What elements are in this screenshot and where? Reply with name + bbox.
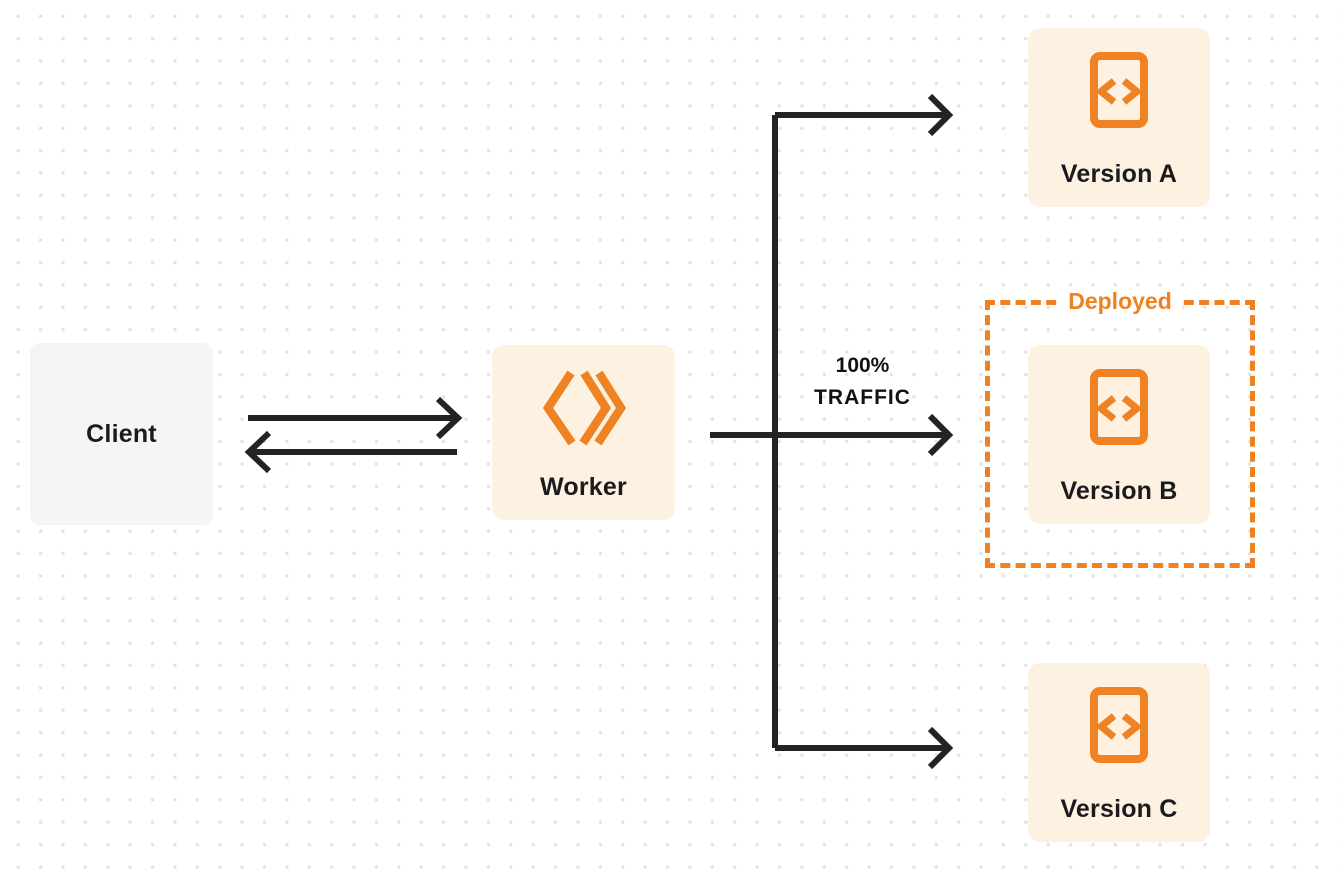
traffic-label: 100% TRAFFIC: [775, 350, 950, 414]
client-node: Client: [30, 343, 213, 525]
version-a-label: Version A: [1060, 160, 1178, 188]
code-file-icon: [1090, 369, 1148, 445]
traffic-percent: 100%: [835, 354, 890, 377]
deployed-group: Deployed: [985, 288, 1255, 568]
code-file-icon: [1090, 52, 1148, 128]
arrow-to-version-b: [710, 413, 954, 457]
code-file-icon: [1090, 687, 1148, 763]
worker-label: Worker: [540, 473, 627, 501]
traffic-word: TRAFFIC: [814, 386, 911, 409]
version-a-node: Version A: [1028, 28, 1210, 207]
arrow-to-version-a: [775, 93, 954, 137]
version-c-label: Version C: [1060, 795, 1178, 823]
worker-to-client-arrow: [244, 430, 457, 474]
cloudflare-workers-icon: [542, 370, 626, 446]
client-to-worker-arrow: [248, 396, 463, 440]
deployed-label: Deployed: [1058, 288, 1182, 315]
worker-node: Worker: [492, 345, 675, 520]
version-b-label: Version B: [1060, 477, 1178, 505]
version-b-node: Version B: [1028, 345, 1210, 524]
client-label: Client: [86, 419, 157, 448]
arrow-to-version-c: [775, 726, 954, 770]
version-c-node: Version C: [1028, 663, 1210, 842]
